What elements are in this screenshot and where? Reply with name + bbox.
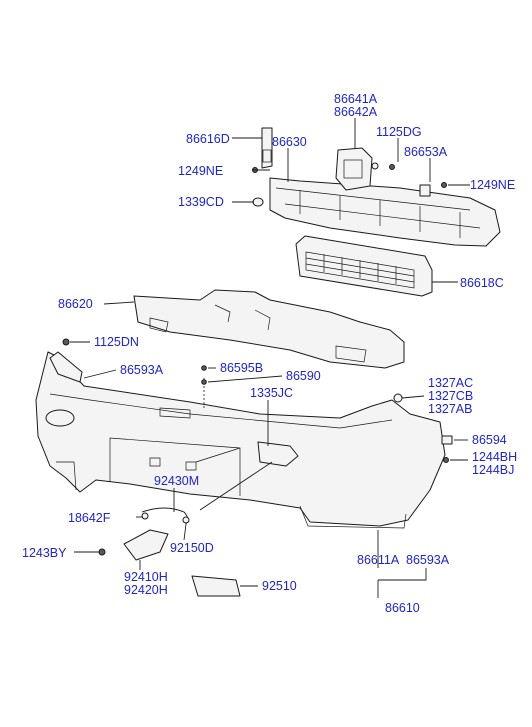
label-86593A-left: 86593A: [120, 363, 164, 377]
label-86653A: 86653A: [404, 145, 448, 159]
label-86595B: 86595B: [220, 361, 263, 375]
side-bracket-left: [49, 338, 83, 383]
label-1243BY: 1243BY: [22, 546, 67, 560]
reinforcement-bracket: [335, 147, 379, 191]
energy-absorber: [133, 289, 405, 369]
label-86642A: 86642A: [334, 105, 378, 119]
label-1125DG: 1125DG: [376, 125, 422, 139]
label-86594: 86594: [472, 433, 507, 447]
label-92410H: 92410H: [124, 570, 168, 584]
label-1244BJ: 1244BJ: [472, 463, 514, 477]
label-92430M: 92430M: [154, 474, 199, 488]
bumper-reinforcement-beam: [269, 177, 501, 247]
label-86641A: 86641A: [334, 92, 378, 106]
label-1125DN: 1125DN: [94, 335, 139, 349]
label-86630: 86630: [272, 135, 307, 149]
label-92150D: 92150D: [170, 541, 214, 555]
bumper-stay: [261, 127, 273, 169]
label-1327CB: 1327CB: [428, 389, 473, 403]
part-number-labels: 86641A 86642A 86616D 86630 1125DG 86653A…: [22, 92, 517, 615]
label-86593A-bottom: 86593A: [406, 553, 450, 567]
leader-lines: [70, 118, 470, 598]
bumper-fascia: [35, 351, 446, 529]
label-86611A: 86611A: [357, 553, 400, 567]
label-86616D: 86616D: [186, 132, 230, 146]
label-86620: 86620: [58, 297, 93, 311]
label-1327AC: 1327AC: [428, 376, 473, 390]
label-86610: 86610: [385, 601, 420, 615]
fog-lamp-parts: [98, 457, 241, 597]
label-1335JC: 1335JC: [250, 386, 293, 400]
label-1327AB: 1327AB: [428, 402, 472, 416]
label-18642F: 18642F: [68, 511, 111, 525]
label-1249NE-left: 1249NE: [178, 164, 223, 178]
label-86618C: 86618C: [460, 276, 504, 290]
label-92420H: 92420H: [124, 583, 168, 597]
label-86590: 86590: [286, 369, 321, 383]
bumper-grille: [295, 235, 433, 297]
label-92510: 92510: [262, 579, 297, 593]
label-1244BH: 1244BH: [472, 450, 517, 464]
label-1249NE-right: 1249NE: [470, 178, 515, 192]
label-1339CD: 1339CD: [178, 195, 224, 209]
